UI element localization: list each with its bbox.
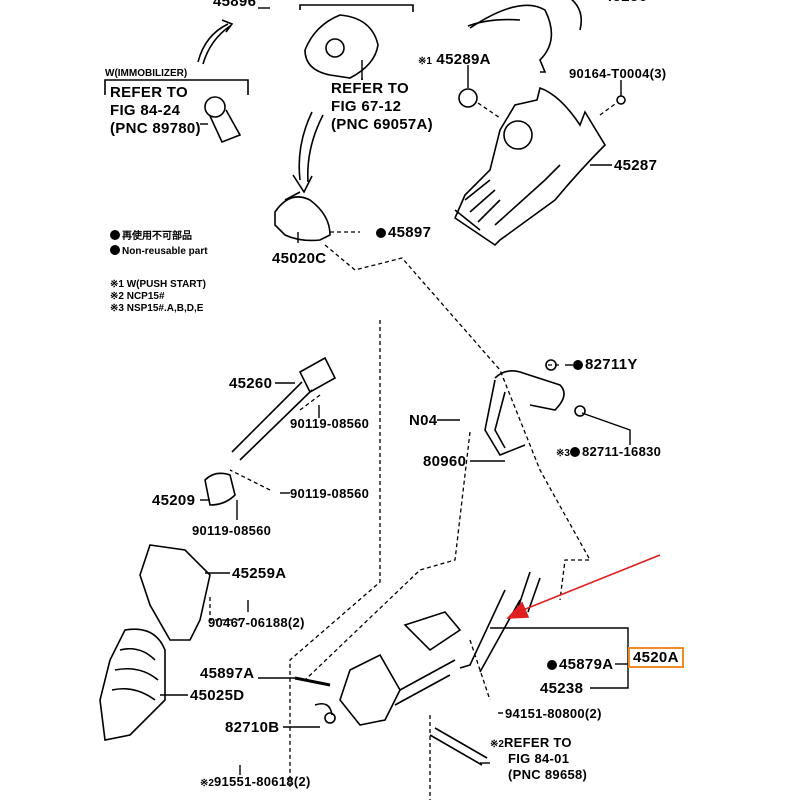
part-label-45286: 45286 — [604, 0, 647, 4]
part-label-90164: 90164-T0004(3) — [569, 66, 667, 81]
part-label-90119-a: 90119-08560 — [290, 416, 370, 431]
refer-line: (PNC 69057A) — [331, 116, 433, 133]
part-number: 82711-16830 — [581, 444, 662, 459]
part-label-82711Y: 82711Y — [573, 357, 638, 372]
refer-fig-84-24: REFER TO FIG 84-24 (PNC 89780) — [110, 84, 201, 138]
part-label-94151: 94151-80800(2) — [505, 706, 602, 721]
non-reusable-dot-icon — [547, 660, 557, 670]
steering-column-drawing — [339, 571, 541, 726]
refer-line: REFER TO — [110, 84, 188, 101]
part-number: 45897 — [388, 224, 432, 241]
part-number: 45879A — [559, 656, 614, 673]
immobilizer-bracket — [104, 79, 249, 95]
part-label-45238: 45238 — [540, 680, 584, 697]
part-label-45896: 45896 — [213, 0, 257, 10]
immobilizer-drawing — [204, 96, 242, 144]
note-mark: ※2 — [200, 778, 214, 789]
bracket-45259A-drawing — [139, 544, 211, 641]
part-label-82710B: 82710B — [225, 719, 280, 736]
legend-text: 再使用不可部品 — [122, 231, 192, 242]
part-label-91551: ※291551-80618(2) — [200, 774, 311, 790]
part-label-45879A: 45879A — [547, 657, 613, 672]
boot-45025D-drawing — [99, 628, 166, 741]
red-pointer-arrow — [506, 554, 661, 619]
part-label-N04: N04 — [409, 412, 438, 429]
part-label-45287: 45287 — [614, 157, 658, 174]
legend-en: Non-reusable part — [110, 245, 208, 258]
part-label-45260: 45260 — [229, 375, 273, 392]
non-reusable-dot-icon — [573, 360, 583, 370]
refer-text: REFER TO — [503, 735, 572, 750]
refer-line: (PNC 89658) — [508, 767, 588, 782]
lower-cover-drawing — [454, 86, 607, 247]
refer-line: FIG 84-01 — [508, 751, 570, 766]
dashed-leaders — [209, 102, 616, 800]
note-mark: ※3 — [556, 448, 570, 459]
part-label-45020C: 45020C — [272, 250, 327, 267]
refer-fig-67-12: REFER TO FIG 67-12 (PNC 69057A) — [331, 80, 433, 134]
note-1: ※1 W(PUSH START) — [110, 279, 206, 290]
part-label-45259A: 45259A — [232, 565, 287, 582]
wire-harness-drawing — [484, 370, 565, 456]
note-mark: ※1 — [418, 56, 432, 67]
ignition-switch-drawing — [304, 14, 379, 80]
intermediate-shaft-drawing — [204, 356, 337, 506]
part-label-45897: 45897 — [376, 225, 431, 240]
note-mark: ※2 — [490, 739, 504, 750]
part-label-82711-16830: ※3 82711-16830 — [556, 444, 661, 460]
note-2: ※2 NCP15# — [110, 291, 165, 302]
part-label-90119-b: 90119-08560 — [290, 486, 370, 501]
part-number: 45289A — [436, 51, 491, 68]
screw-90164-drawing — [616, 95, 626, 105]
part-45289A-drawing — [458, 88, 478, 108]
refer-line: (PNC 89780) — [110, 120, 201, 137]
legend-text: Non-reusable part — [122, 246, 208, 257]
refer-fig-84-01: ※2REFER TO FIG 84-01 (PNC 89658) — [490, 735, 587, 783]
part-number: 91551-80618(2) — [213, 774, 311, 789]
upper-cover-drawing — [467, 0, 583, 73]
immobilizer-note: W(IMMOBILIZER) — [105, 68, 188, 79]
refer-line: FIG 84-24 — [110, 102, 181, 119]
part-label-45209: 45209 — [152, 492, 196, 509]
part-label-90119-c: 90119-08560 — [192, 523, 272, 538]
clip-82710B-drawing — [324, 712, 336, 724]
part-label-4520A-highlighted[interactable]: 4520A — [628, 647, 684, 668]
part-45020C-drawing — [274, 191, 331, 242]
arrow-up-curve — [197, 23, 229, 63]
non-reusable-dot-icon — [110, 245, 120, 255]
refer-line: REFER TO — [331, 80, 409, 97]
part-label-90467: 90467-06188(2) — [208, 615, 305, 630]
non-reusable-dot-icon — [376, 228, 386, 238]
non-reusable-dot-icon — [110, 230, 120, 240]
part-label-80960: 80960 — [423, 453, 467, 470]
part-label-45897A: 45897A — [200, 665, 255, 682]
arrow-down-curve — [298, 111, 313, 181]
legend-jp: 再使用不可部品 — [110, 230, 192, 243]
refer-line: FIG 67-12 — [331, 98, 402, 115]
refer-line: ※2REFER TO — [490, 735, 587, 751]
note-3: ※3 NSP15#.A,B,D,E — [110, 303, 204, 314]
part-number: 82711Y — [585, 356, 638, 373]
part-label-45289A: ※1 45289A — [418, 52, 491, 68]
non-reusable-dot-icon — [569, 447, 580, 457]
rod-drawing — [429, 727, 488, 766]
part-label-45025D: 45025D — [190, 687, 245, 704]
